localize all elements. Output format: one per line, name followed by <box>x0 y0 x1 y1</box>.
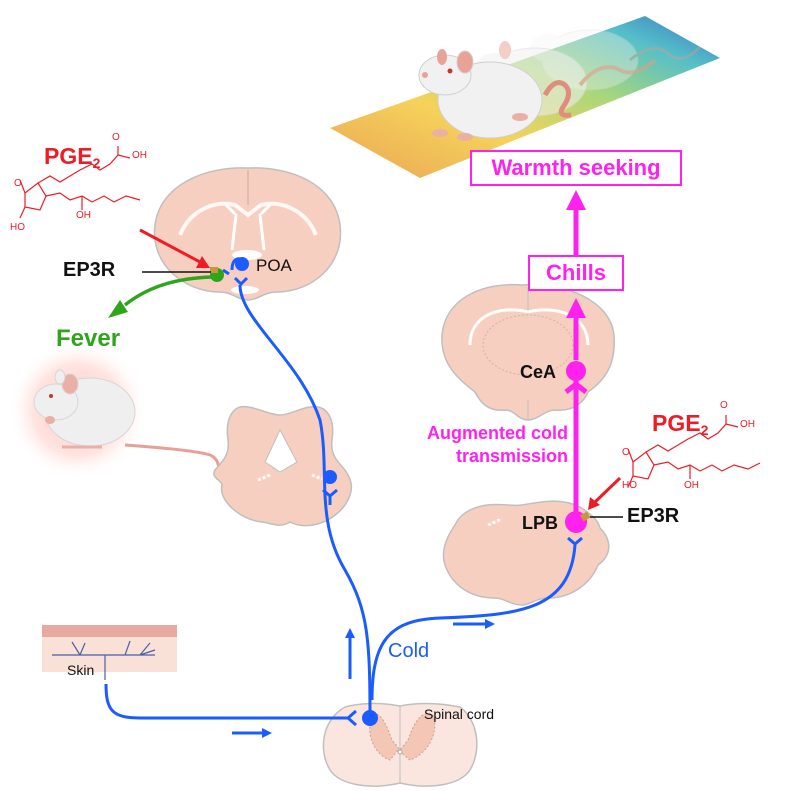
pge2-label-left: PGE2 <box>44 143 101 171</box>
ep3r-label-lpb: EP3R <box>627 505 680 527</box>
pge2-o-label-left: O <box>112 132 120 143</box>
chills-label: Chills <box>546 260 606 285</box>
pge2-arrowhead-lpb <box>588 497 600 510</box>
fever-pathway <box>123 275 213 307</box>
ep3r-receptor-lpb <box>580 511 591 522</box>
ep3r-label-poa: EP3R <box>63 259 116 281</box>
augmented-line-2: transmission <box>455 446 568 466</box>
cold-pathway <box>104 257 577 720</box>
pge2-structure-right <box>627 415 761 488</box>
warmth-seeking-box: Warmth seeking <box>470 150 682 186</box>
fever-arrowhead <box>108 300 128 318</box>
pge2-structure-left <box>19 146 141 219</box>
pge2-oh-bottom-right: OH <box>684 480 699 491</box>
ep3r-receptor-poa <box>210 267 218 273</box>
skin-illustration <box>42 625 177 680</box>
brainstem-section <box>213 405 353 527</box>
fever-rat-illustration <box>33 369 221 481</box>
augmented-line-1: Augmented cold <box>426 423 568 443</box>
cold-synapse-lpb <box>567 536 583 546</box>
cea-label: CeA <box>520 362 557 382</box>
cold-synapse-brainstem <box>322 470 338 505</box>
pge2-arrow-lpb <box>592 476 622 505</box>
pge2-arrow-poa <box>139 228 201 264</box>
chills-pathway <box>564 190 588 533</box>
pge2-ketone-o-left: O <box>14 178 22 189</box>
spinal-cord-section <box>322 702 478 787</box>
pge2-ho-left: HO <box>10 222 25 233</box>
pge2-label-right: PGE2 <box>652 410 709 438</box>
cold-synapse-poa <box>222 257 249 287</box>
chills-box: Chills <box>528 255 624 291</box>
skin-afferent-fiber <box>104 683 348 720</box>
brain-section-cea <box>441 283 615 421</box>
pge2-ho-right: HO <box>622 480 637 491</box>
pge2-oh-top-right: OH <box>740 419 755 430</box>
spinal-projection-to-lpb <box>370 544 577 701</box>
warmth-seeking-label: Warmth seeking <box>491 155 661 180</box>
skin-label: Skin <box>67 662 95 678</box>
pge2-oh-bottom-left: OH <box>76 210 91 221</box>
pge2-arrowhead-poa <box>196 256 210 268</box>
cold-synapse-spinal <box>345 709 378 727</box>
poa-label: POA <box>256 256 292 275</box>
fever-label: Fever <box>56 325 121 352</box>
lpb-label: LPB <box>522 513 558 533</box>
pge2-ketone-o-right: O <box>622 447 630 458</box>
rat-warmth-seeking-illustration <box>418 29 702 141</box>
pge2-o-label-right: O <box>720 400 728 411</box>
cea-neuron <box>566 361 586 381</box>
arrow-to-warmth-seeking <box>566 190 586 210</box>
spinal-projection-to-poa <box>238 284 372 719</box>
augmented-cold-transmission-label: Augmented cold transmission <box>408 422 568 468</box>
pge2-oh-top-left: OH <box>132 150 147 161</box>
arrow-to-chills <box>566 298 586 318</box>
spinal-cord-label: Spinal cord <box>424 706 495 722</box>
cold-label: Cold <box>388 640 430 662</box>
